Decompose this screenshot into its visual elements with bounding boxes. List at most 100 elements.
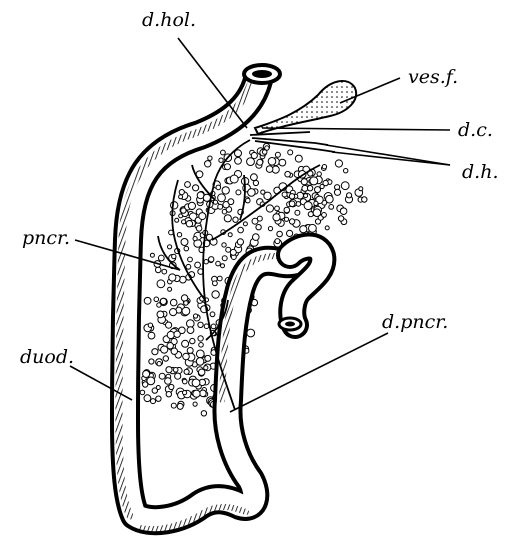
pancreas-lobule bbox=[167, 343, 173, 349]
label-d-pncr: d.pncr. bbox=[382, 311, 448, 333]
pancreas-lobule bbox=[322, 213, 327, 218]
pancreas-lobule bbox=[181, 295, 187, 301]
pancreas-lobule bbox=[179, 276, 186, 283]
pancreas-lobule bbox=[173, 368, 178, 373]
pancreas-lobule bbox=[247, 329, 255, 337]
pancreas-lobule bbox=[284, 217, 288, 221]
pancreas-lobule bbox=[266, 205, 273, 212]
pancreas-lobule bbox=[193, 185, 199, 191]
pancreas-lobule bbox=[204, 324, 209, 329]
pancreas-lobule bbox=[243, 222, 247, 226]
pancreas-lobule bbox=[171, 403, 176, 408]
label-duod: duod. bbox=[20, 346, 74, 368]
pancreas-lobule bbox=[155, 267, 161, 273]
pancreas-lobule bbox=[150, 253, 154, 257]
pancreas-lobule bbox=[287, 230, 293, 236]
pancreas-lobule bbox=[236, 190, 241, 195]
pancreas-lobule bbox=[295, 210, 300, 215]
pancreas-lobule bbox=[279, 159, 286, 166]
pancreas-lobule bbox=[183, 391, 187, 395]
pancreas-lobule bbox=[179, 190, 184, 195]
pancreas-lobule bbox=[160, 298, 166, 304]
pancreas-lobule bbox=[201, 411, 206, 416]
pancreas-lobule bbox=[222, 256, 227, 261]
pancreas-lobule bbox=[309, 224, 317, 232]
pancreas-lobule bbox=[257, 216, 262, 221]
pancreas-lobule bbox=[169, 384, 174, 389]
labels: d.hol. ves.f. d.c. d.h. pncr. d.pncr. du… bbox=[20, 9, 498, 368]
pancreas-lobule bbox=[323, 180, 328, 185]
pancreas-lobule bbox=[198, 336, 203, 341]
pancreas-lobule bbox=[211, 324, 216, 329]
pancreas-lobule bbox=[228, 199, 234, 205]
pancreas-lobule bbox=[296, 202, 301, 207]
pancreas-lobule bbox=[158, 255, 164, 261]
pancreas-lobule bbox=[218, 194, 226, 202]
pancreas-lobule bbox=[224, 215, 231, 222]
pancreas-lobule bbox=[184, 246, 189, 251]
pancreas-lobule bbox=[196, 350, 204, 358]
pancreas-lobule bbox=[315, 187, 321, 193]
pancreas-lobule bbox=[362, 197, 367, 202]
pancreas-lobule bbox=[230, 175, 238, 183]
pancreas-lobule bbox=[175, 373, 181, 379]
pancreas-lobule bbox=[221, 264, 225, 268]
pancreas-lobule bbox=[200, 390, 207, 397]
pancreas-lobule bbox=[140, 390, 145, 395]
pancreas-lobule bbox=[329, 205, 334, 210]
pancreas-lobule bbox=[199, 213, 206, 220]
pancreas-lobule bbox=[144, 395, 151, 402]
pancreas-lobule bbox=[187, 327, 194, 334]
pancreas-lobule bbox=[194, 314, 198, 318]
pancreas-lobule bbox=[165, 378, 172, 385]
pancreas-lobule bbox=[314, 201, 318, 205]
pancreas-lobule bbox=[230, 249, 236, 255]
pancreas-lobule bbox=[228, 233, 232, 237]
pancreas-lobule bbox=[289, 201, 295, 207]
pancreas-lobule bbox=[163, 356, 168, 361]
pancreas-lobule bbox=[199, 369, 205, 375]
pancreas-lobule bbox=[225, 164, 231, 170]
pancreas-lobule bbox=[253, 180, 258, 185]
common-bile-duct-top bbox=[244, 65, 280, 83]
pancreas-lobule bbox=[196, 226, 202, 232]
pancreas-lobule bbox=[289, 194, 294, 199]
pancreas-lobule bbox=[295, 155, 302, 162]
pancreas-lobule bbox=[313, 209, 321, 217]
pancreas-lobule bbox=[162, 269, 167, 274]
pancreas-lobule bbox=[198, 322, 203, 327]
pancreas-lobule bbox=[192, 379, 200, 387]
pancreas-lobule bbox=[196, 358, 204, 366]
pancreas-lobule bbox=[181, 208, 186, 213]
pancreas-lobule bbox=[310, 177, 318, 185]
pancreas-lobule bbox=[177, 233, 181, 237]
pancreas-lobule bbox=[156, 386, 160, 390]
pancreas-lobule bbox=[170, 309, 177, 316]
pancreas-lobule bbox=[275, 152, 280, 157]
pancreas-lobule bbox=[251, 174, 258, 181]
pancreas-lobule bbox=[183, 379, 188, 384]
pancreas-lobule bbox=[174, 331, 180, 337]
pancreas-lobule bbox=[284, 207, 290, 213]
pancreas-lobule bbox=[193, 237, 197, 241]
pancreas-lobule bbox=[187, 348, 193, 354]
pancreas-lobule bbox=[177, 403, 183, 409]
pancreas-lobule bbox=[152, 349, 158, 355]
pancreas-lobule bbox=[212, 291, 219, 298]
pancreas-lobule bbox=[217, 276, 222, 281]
pancreas-lobule bbox=[166, 367, 172, 373]
pancreas-lobule bbox=[148, 323, 152, 327]
pancreas-lobule bbox=[188, 257, 193, 262]
pancreas-lobule bbox=[261, 190, 265, 194]
pancreas-lobule bbox=[185, 182, 191, 188]
pancreas-lobule bbox=[151, 399, 156, 404]
pancreas-lobule bbox=[301, 179, 307, 185]
pancreas-lobule bbox=[167, 331, 174, 338]
pancreas-lobule bbox=[275, 239, 280, 244]
pancreas-lobule bbox=[179, 195, 183, 199]
pancreas-lobule bbox=[169, 274, 176, 281]
pancreas-lobule bbox=[183, 353, 190, 360]
pancreas-lobule bbox=[219, 158, 223, 162]
pancreas-lobule bbox=[149, 359, 154, 364]
